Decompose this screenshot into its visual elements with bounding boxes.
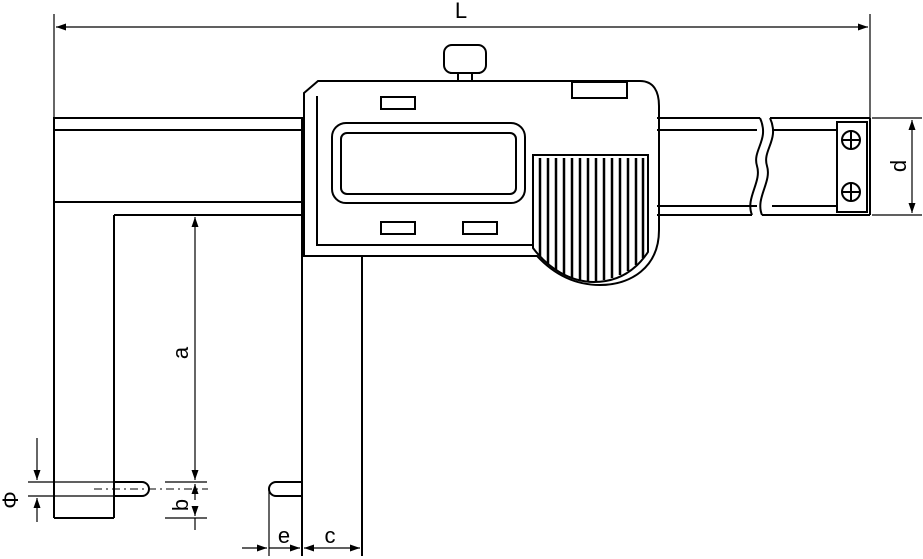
top-knob: [443, 44, 487, 81]
beam-right: [657, 117, 871, 216]
main-beam: [53, 117, 305, 519]
label-c: c: [325, 523, 336, 548]
end-cap: [836, 121, 868, 213]
label-l: L: [455, 0, 467, 23]
label-phi: Φ: [0, 491, 23, 509]
measuring-tips: [94, 481, 302, 497]
dimension-lines: [28, 14, 922, 556]
label-a: a: [168, 346, 193, 359]
digital-head: [303, 80, 660, 287]
label-d: d: [886, 160, 911, 172]
thumb-wheel: [532, 154, 649, 284]
label-e: e: [278, 523, 290, 548]
label-b: b: [168, 499, 193, 511]
